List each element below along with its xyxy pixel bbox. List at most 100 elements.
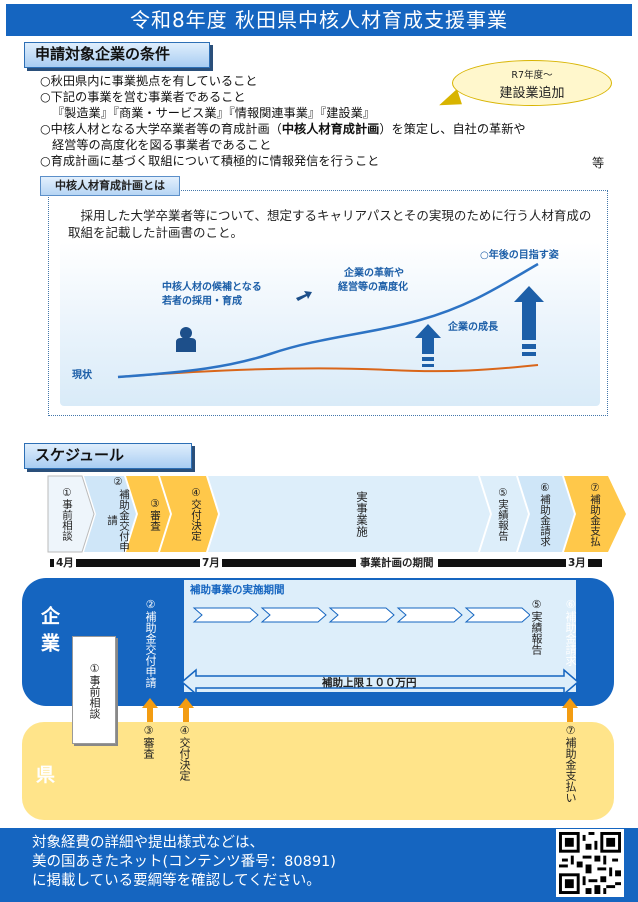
consult-box: ①事前相談	[72, 636, 116, 744]
impl-chev-5	[464, 607, 530, 623]
arrow-decision-icon	[178, 698, 194, 722]
pref-review: ③審査	[142, 724, 155, 759]
month-april: 4月	[54, 555, 76, 570]
implementation-chevrons	[192, 607, 530, 623]
condition-1: ○秋田県内に事業拠点を有していること	[40, 74, 258, 88]
schedule-chevrons	[47, 475, 626, 553]
step-8-no: ⑦	[589, 481, 601, 494]
blue-curve	[117, 262, 539, 379]
page-title: 令和8年度 秋田県中核人材育成支援事業	[6, 4, 632, 36]
footer-line-3: に掲載している要綱等を確認してください。	[32, 873, 321, 889]
schedule-heading: スケジュール	[24, 443, 192, 469]
condition-4: ○育成計画に基づく取組について積極的に情報発信を行うこと	[40, 154, 380, 168]
label-growth: 企業の成長	[447, 320, 499, 333]
condition-3-cont: 経営等の高度化を図る事業者であること	[52, 138, 272, 152]
prefecture-label: 県	[36, 764, 56, 786]
arrow-review-icon	[142, 698, 158, 722]
implementation-title: 補助事業の実施期間	[190, 584, 285, 596]
growth-illustration: 中核人材の候補となる 若者の採用・育成 企業の革新や 経営等の高度化 企業の成長…	[60, 242, 600, 406]
label-candidate2: 若者の採用・育成	[161, 294, 242, 307]
conditions-heading: 申請対象企業の条件	[24, 42, 210, 68]
arrow-growth-icon	[415, 324, 441, 367]
label-candidate: 中核人材の候補となる	[162, 280, 262, 293]
label-innovation2: 経営等の高度化	[338, 280, 408, 293]
condition-2: ○下記の事業を営む事業者であること	[40, 90, 246, 104]
step-2-label: 補助金交付申請	[106, 488, 130, 552]
implementation-area	[184, 580, 576, 692]
small-arrow-icon	[296, 291, 312, 301]
step-5-label: 実事業施	[355, 491, 369, 537]
company-label: 企業	[38, 606, 60, 660]
growth-svg: 中核人材の候補となる 若者の採用・育成 企業の革新や 経営等の高度化 企業の成長…	[72, 248, 559, 381]
pref-payment: ⑦補助金支払い	[564, 724, 577, 803]
company-apply: ②補助金交付申請	[144, 598, 157, 688]
label-goal: ○年後の目指す姿	[480, 248, 559, 261]
subsidy-cap-arrow	[180, 668, 580, 696]
step-7-label: 補助金請求	[539, 493, 551, 547]
prefecture-panel	[22, 722, 614, 820]
label-innovation: 企業の革新や	[343, 266, 404, 279]
qr-code-icon[interactable]	[556, 829, 624, 897]
step-implement: 実事業施	[344, 476, 380, 552]
chev-6	[480, 476, 528, 552]
month-july: 7月	[200, 555, 222, 570]
month-march: 3月	[566, 555, 588, 570]
footer-line-2: 美の国あきたネット(コンテンツ番号：80891)	[32, 854, 336, 870]
step-4-no: ④	[190, 487, 202, 499]
condition-3-bold: 中核人材育成計画	[281, 122, 380, 136]
company-report: ⑤実績報告	[530, 598, 543, 655]
chev-2	[84, 476, 136, 552]
bubble-text: 建設業追加	[499, 86, 565, 101]
impl-chev-4	[396, 607, 463, 623]
footer	[0, 828, 638, 902]
step-1-no: ①	[61, 487, 73, 499]
condition-3-a: ○中核人材となる大学卒業者等の育成計画（	[40, 122, 282, 136]
plan-box	[48, 190, 608, 416]
label-now: 現状	[72, 368, 93, 381]
flow-arrows	[142, 698, 578, 722]
step-8-label: 補助金支払	[589, 493, 601, 547]
company-claim: ⑥補助金請求	[564, 598, 577, 666]
person-icon	[176, 327, 196, 352]
chev-5	[208, 476, 490, 552]
condition-3: ○中核人材となる大学卒業者等の育成計画（中核人材育成計画）を策定し、自社の革新や	[40, 121, 526, 137]
step-3-no: ③	[149, 497, 161, 510]
month-timeline	[50, 559, 602, 567]
step-7-no: ⑥	[539, 481, 551, 494]
etc-mark: 等	[592, 156, 605, 170]
step-3-label: 審査	[149, 509, 161, 531]
plan-period: 事業計画の期間	[356, 555, 438, 570]
impl-chev-3	[328, 607, 395, 623]
step-6-no: ⑤	[497, 487, 509, 499]
chev-7	[518, 476, 574, 552]
condition-2-industries: 『製造業』『商業・サービス業』『情報関連事業』『建設業』	[52, 106, 375, 120]
chev-8	[564, 476, 626, 552]
arrow-goal-icon	[514, 286, 544, 356]
bubble-year: R7年度～	[511, 70, 553, 81]
condition-3-b: ）を策定し、自社の革新や	[379, 122, 526, 136]
step-2-no: ②	[112, 476, 124, 488]
chev-3	[126, 476, 170, 552]
construction-added-bubble: R7年度～ 建設業追加	[452, 60, 612, 106]
plan-tag: 中核人材育成計画とは	[40, 176, 180, 196]
impl-chev-2	[260, 607, 327, 623]
footer-text: 対象経費の詳細や提出様式などは、 美の国あきたネット(コンテンツ番号：80891…	[32, 834, 336, 891]
qr-svg	[559, 832, 621, 894]
pref-decision: ④交付決定	[178, 724, 191, 781]
step-4-label: 交付決定	[190, 499, 202, 541]
impl-chev-1	[192, 607, 259, 623]
chev-1	[47, 475, 95, 553]
subsidy-cap: 補助上限１００万円	[322, 677, 417, 689]
chev-4	[160, 476, 218, 552]
step-6-label: 実績報告	[497, 499, 509, 541]
orange-line	[117, 364, 539, 378]
step-1-label: 事前相談	[61, 499, 73, 541]
plan-description: 採用した大学卒業者等について、想定するキャリアパスとその実現のために行う人材育成…	[68, 208, 592, 240]
